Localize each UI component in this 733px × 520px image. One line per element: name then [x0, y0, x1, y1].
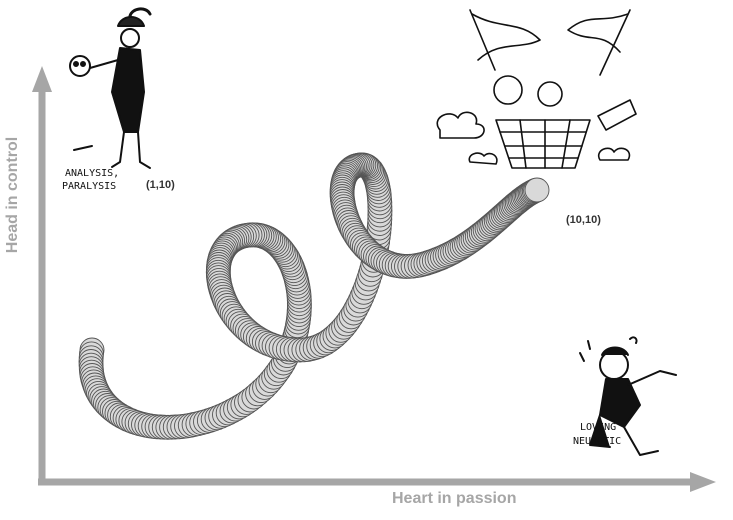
spring-coil-ring — [524, 177, 550, 203]
hamlet-with-skull-cartoon — [69, 7, 152, 169]
x-axis-title: Heart in passion — [392, 490, 517, 507]
couple-in-hot-air-balloon-cartoon — [436, 9, 637, 169]
hand-neurotic-line2: NEUROTIC — [573, 436, 621, 447]
y-axis-arrow — [32, 66, 52, 92]
axes — [32, 66, 716, 492]
coord-10-10: (10,10) — [566, 214, 601, 226]
kneeling-lover-cartoon — [579, 336, 677, 456]
spring-path — [78, 152, 550, 440]
x-axis-arrow — [690, 472, 716, 492]
y-axis-title: Head in control — [4, 136, 21, 254]
coord-1-10: (1,10) — [146, 179, 175, 191]
hand-neurotic-line1: LOVING — [580, 422, 616, 433]
hand-analysis-line1: ANALYSIS, — [65, 168, 119, 179]
hand-analysis-line2: PARALYSIS — [62, 181, 116, 192]
